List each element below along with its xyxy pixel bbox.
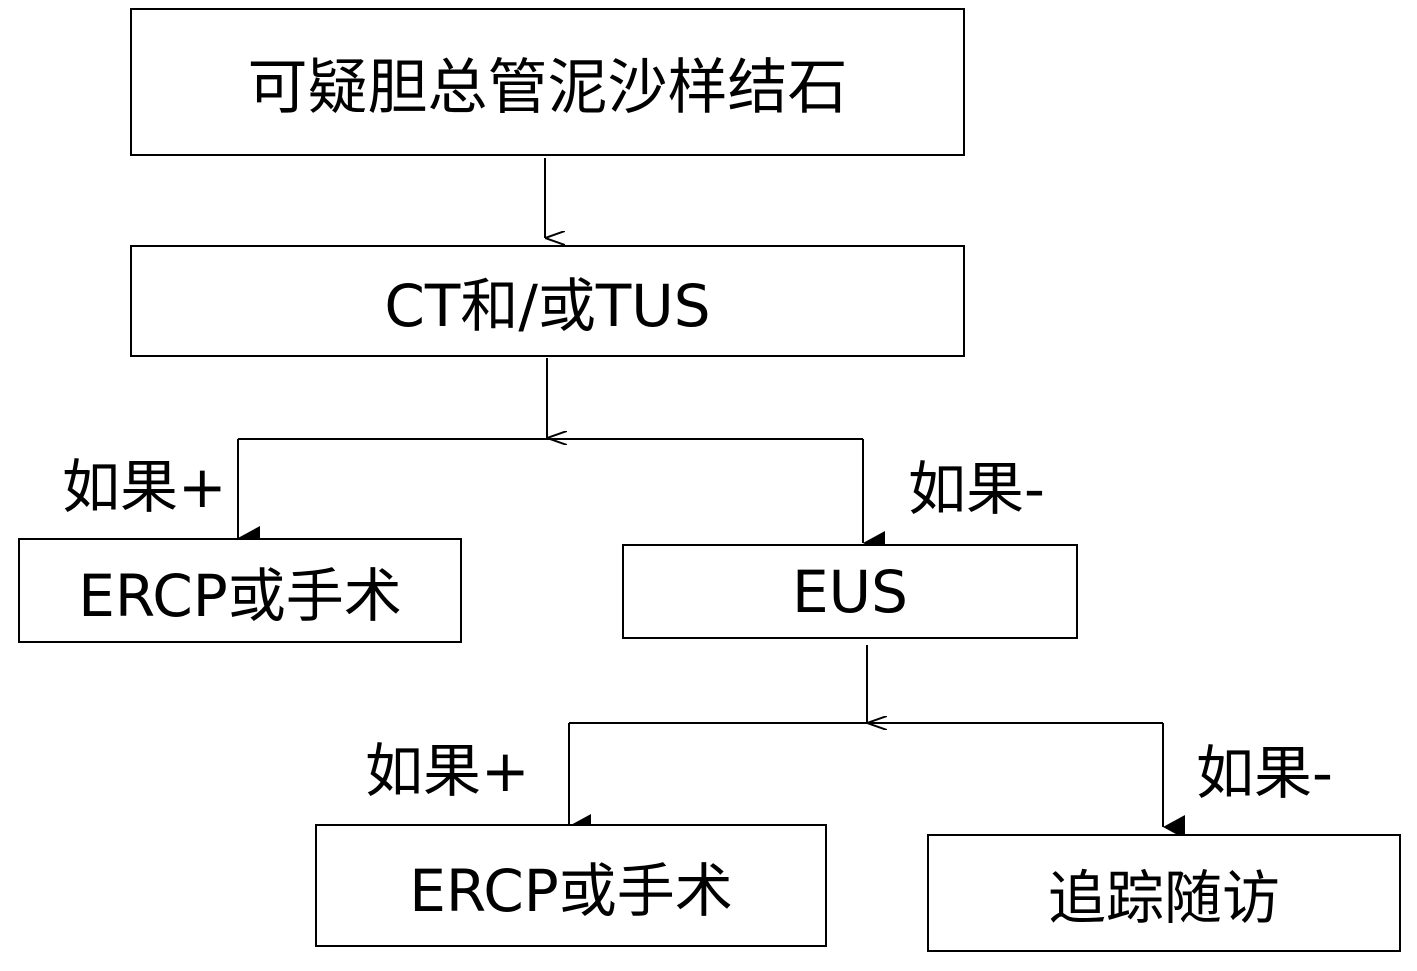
node-suspect: 可疑胆总管泥沙样结石 [130, 8, 965, 156]
node-treat2: ERCP或手术 [315, 824, 827, 947]
node-imaging-label: CT和/或TUS [384, 272, 711, 340]
node-imaging: CT和/或TUS [130, 245, 965, 357]
edge-label-pos1: 如果+ [62, 453, 227, 521]
node-suspect-label: 可疑胆总管泥沙样结石 [247, 52, 848, 123]
node-treat1: ERCP或手术 [18, 538, 462, 643]
node-follow-label: 追踪随访 [1047, 864, 1280, 932]
node-eus-label: EUS [792, 557, 908, 626]
node-treat1-label: ERCP或手术 [78, 561, 402, 630]
node-eus: EUS [622, 544, 1078, 639]
edge-label-neg1: 如果- [908, 455, 1045, 523]
edge-label-neg2: 如果- [1196, 739, 1333, 807]
edge-label-pos2: 如果+ [365, 737, 530, 805]
node-follow: 追踪随访 [927, 834, 1401, 952]
node-treat2-label: ERCP或手术 [409, 856, 733, 925]
